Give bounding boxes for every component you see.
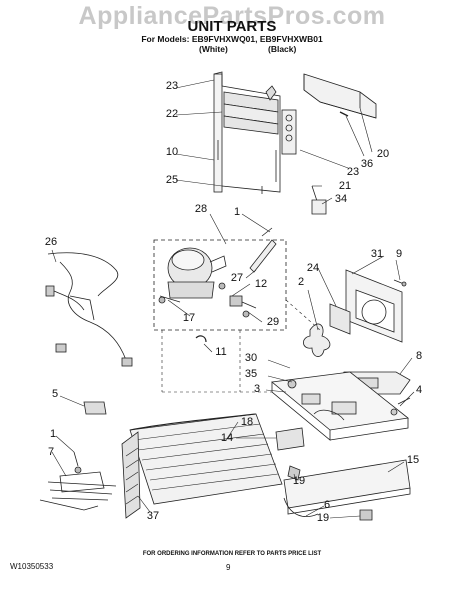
wiring-harness-drawing <box>45 252 133 367</box>
callout-8: 8 <box>415 350 423 362</box>
callout-30: 30 <box>244 352 258 364</box>
filter-drier-drawing <box>249 227 277 273</box>
callout-7: 7 <box>47 446 55 458</box>
callout-4: 4 <box>415 384 423 396</box>
callout-34: 34 <box>334 193 348 205</box>
page-title: UNIT PARTS <box>187 18 277 35</box>
condenser-coil-drawing <box>121 413 283 519</box>
callout-1-bottom: 1 <box>49 428 57 440</box>
callout-2: 2 <box>297 276 305 288</box>
callout-20: 20 <box>376 148 390 160</box>
callout-23-top: 23 <box>165 80 179 92</box>
callout-26: 26 <box>44 236 58 248</box>
callout-6: 6 <box>323 499 331 511</box>
callout-31: 31 <box>370 248 384 260</box>
callout-22: 22 <box>165 108 179 120</box>
color-black-label: (Black) <box>268 44 297 54</box>
compressor-drawing <box>158 247 257 318</box>
leader-lines <box>51 79 415 519</box>
callout-15: 15 <box>406 454 420 466</box>
callout-5: 5 <box>51 388 59 400</box>
callout-19-middle: 19 <box>292 475 306 487</box>
callout-27: 27 <box>230 272 244 284</box>
color-white-label: (White) <box>199 44 228 54</box>
page-number: 9 <box>226 563 231 572</box>
power-cord-drawing <box>39 451 117 511</box>
callout-24: 24 <box>306 262 320 274</box>
callout-14: 14 <box>220 432 234 444</box>
callout-21: 21 <box>338 180 352 192</box>
callout-28: 28 <box>194 203 208 215</box>
cover-bracket-drawing <box>303 73 377 119</box>
callout-9: 9 <box>395 248 403 260</box>
callout-10: 10 <box>165 146 179 158</box>
callout-18: 18 <box>240 416 254 428</box>
callout-36: 36 <box>360 158 374 170</box>
drain-tray-drawing <box>283 459 411 515</box>
watermark: AppliancePartsPros.com <box>78 2 386 30</box>
callout-23-right: 23 <box>346 166 360 178</box>
reference-lines <box>161 299 321 393</box>
callout-3: 3 <box>253 383 261 395</box>
callout-25: 25 <box>165 174 179 186</box>
document-code: W10350533 <box>10 562 54 571</box>
callout-29: 29 <box>266 316 280 328</box>
callout-12: 12 <box>254 278 268 290</box>
base-plate-drawing <box>271 371 411 441</box>
callout-11: 11 <box>215 346 227 358</box>
callout-17: 17 <box>182 312 196 324</box>
model-list: For Models: EB9FVHXWQ01, EB9FVHXWB01 <box>141 34 323 44</box>
condenser-frame-drawing <box>213 71 297 194</box>
ordering-note: FOR ORDERING INFORMATION REFER TO PARTS … <box>142 551 322 557</box>
callout-37: 37 <box>146 510 160 522</box>
fan-shroud-drawing <box>303 269 407 357</box>
clip-drawing <box>311 185 327 215</box>
callout-19-bottom: 19 <box>316 512 330 524</box>
callout-35: 35 <box>244 368 258 380</box>
callout-1-top: 1 <box>233 206 241 218</box>
